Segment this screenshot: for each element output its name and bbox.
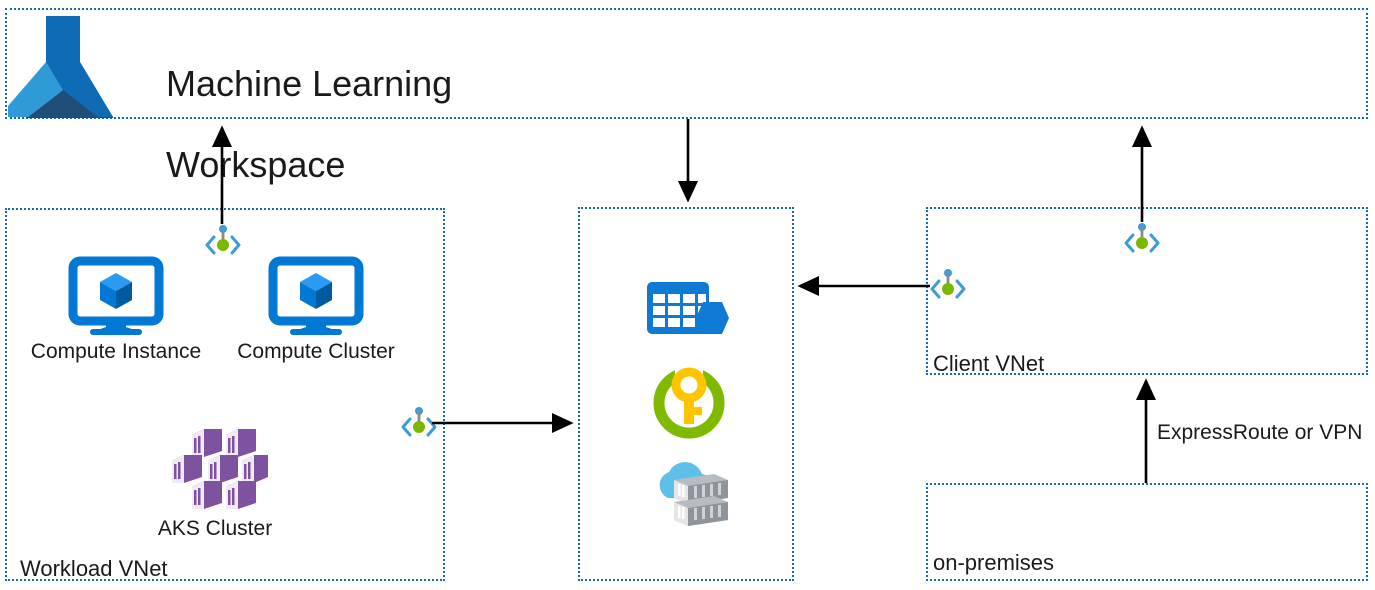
compute-instance-label: Compute Instance	[30, 340, 202, 363]
machine-learning-workspace-icon	[8, 14, 113, 119]
node-compute-cluster: Compute Cluster	[233, 256, 399, 363]
compute-cluster-label: Compute Cluster	[237, 340, 395, 363]
aks-cluster-label: AKS Cluster	[157, 517, 273, 540]
expressroute-or-vpn-label: ExpressRoute or VPN	[1157, 421, 1363, 444]
workload-vnet-box	[5, 208, 445, 581]
node-container-registry	[648, 458, 732, 528]
on-premises-box	[926, 483, 1368, 581]
node-key-vault	[651, 367, 727, 439]
compute-cluster-icon	[268, 256, 364, 336]
private-endpoint-workload-to-workspace-icon	[205, 224, 241, 258]
node-compute-instance: Compute Instance	[26, 256, 206, 363]
workspace-title-line1: Machine Learning	[166, 63, 453, 105]
machine-learning-workspace-box	[5, 8, 1368, 119]
key-vault-icon	[651, 367, 727, 439]
private-endpoint-client-to-workspace-icon	[1124, 222, 1160, 256]
private-endpoint-client-to-services-icon	[930, 268, 966, 302]
private-endpoint-workload-to-services-icon	[401, 406, 437, 440]
aks-cluster-icon	[160, 425, 270, 513]
compute-instance-icon	[68, 256, 164, 336]
workspace-title-line2: Workspace	[166, 143, 346, 185]
storage-account-icon	[645, 280, 729, 348]
page-title: Machine Learning Workspace	[126, 24, 452, 226]
node-aks-cluster: AKS Cluster	[135, 425, 295, 540]
workload-vnet-label: Workload VNet	[20, 556, 168, 581]
container-registry-icon	[648, 458, 732, 528]
client-vnet-label: Client VNet	[933, 351, 1045, 376]
node-storage-account	[645, 280, 729, 348]
on-premises-label: on-premises	[933, 550, 1055, 575]
client-vnet-box	[926, 207, 1368, 375]
azure-services-box	[578, 207, 794, 581]
